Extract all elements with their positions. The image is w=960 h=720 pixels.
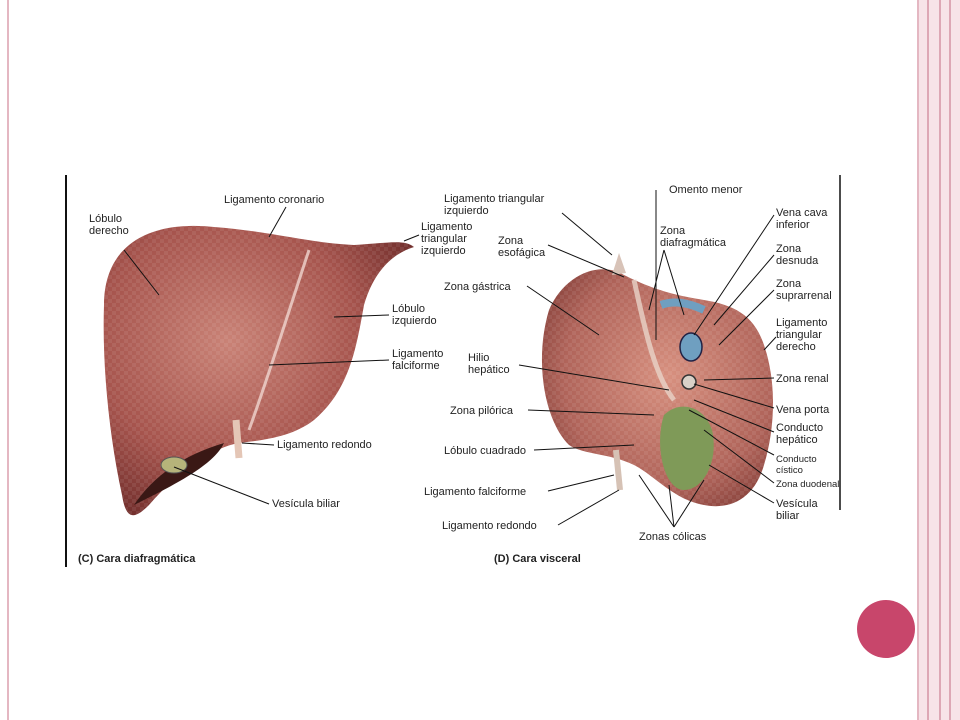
liver-visceral-view	[541, 253, 773, 507]
caption-cara-diafragmatica: (C) Cara diafragmática	[78, 553, 196, 565]
label-ligamento-falciforme-c: Ligamento falciforme	[392, 348, 444, 372]
slide-frame	[7, 0, 919, 720]
label-ligamento-falciforme-d: Ligamento falciforme	[424, 486, 527, 498]
label-ligamento-redondo-c: Ligamento redondo	[277, 439, 372, 451]
liver-illustration	[65, 175, 841, 567]
label-vena-porta: Vena porta	[776, 404, 830, 416]
label-lobulo-izquierdo: Lóbulo izquierdo	[392, 303, 437, 327]
label-zona-suprarrenal: Zona suprarrenal	[776, 278, 832, 302]
label-lobulo-cuadrado: Lóbulo cuadrado	[444, 445, 526, 457]
liver-diaphragmatic-view	[103, 225, 415, 516]
label-omento-menor: Omento menor	[669, 184, 743, 196]
label-zona-renal: Zona renal	[776, 373, 829, 385]
caption-cara-visceral: (D) Cara visceral	[494, 553, 581, 565]
label-ligamento-triangular-izquierdo-c: Ligamento triangular izquierdo	[421, 221, 473, 257]
label-vena-cava-inferior: Vena cava inferior	[776, 207, 828, 231]
accent-circle	[857, 600, 915, 658]
label-zona-pilorica: Zona pilórica	[450, 405, 513, 417]
label-ligamento-redondo-d: Ligamento redondo	[442, 520, 537, 532]
label-zona-esofagica: Zona esofágica	[498, 235, 546, 259]
label-lobulo-derecho: Lóbulo derecho	[89, 213, 129, 237]
label-vesicula-biliar-d: Vesícula biliar	[776, 498, 818, 522]
label-ligamento-coronario: Ligamento coronario	[224, 194, 325, 206]
label-zona-desnuda: Zona desnuda	[776, 243, 819, 267]
slide-side-band	[919, 0, 960, 720]
label-vesicula-biliar-c: Vesícula biliar	[272, 498, 340, 510]
liver-anatomy-figure: Lóbulo derecho Ligamento coronario Ligam…	[64, 175, 842, 567]
leader-lines	[123, 190, 777, 528]
label-zona-gastrica: Zona gástrica	[444, 281, 511, 293]
label-zonas-colicas: Zonas cólicas	[639, 531, 707, 543]
label-ligamento-triangular-izquierdo-d: Ligamento triangular izquierdo	[444, 193, 545, 217]
label-ligamento-triangular-derecho: Ligamento triangular derecho	[776, 317, 828, 353]
label-zona-duodenal: Zona duodenal	[776, 479, 840, 490]
label-conducto-hepatico: Conducto hepático	[776, 422, 824, 446]
label-zona-diafragmatica: Zona diafragmática	[660, 225, 727, 249]
label-hilio-hepatico: Hilio hepático	[468, 352, 510, 376]
label-conducto-cistico: Conducto cístico	[776, 454, 817, 476]
